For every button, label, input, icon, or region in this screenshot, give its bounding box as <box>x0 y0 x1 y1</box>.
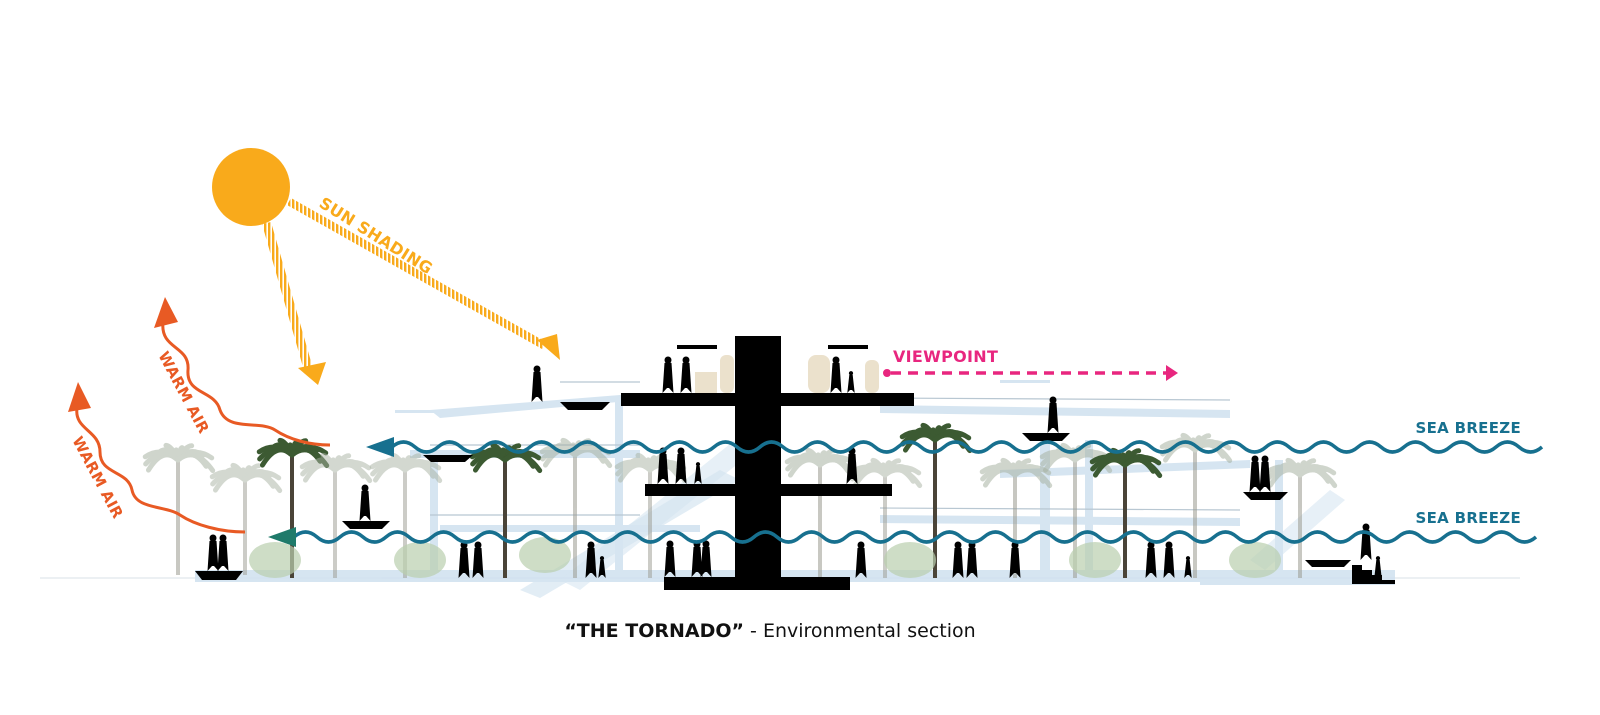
person-silhouette <box>598 556 606 578</box>
platforms <box>195 402 1395 584</box>
people-silhouettes <box>207 356 1382 578</box>
warm-air-arrow-upper <box>154 297 331 447</box>
shrub <box>884 542 936 578</box>
person-silhouette <box>1184 556 1192 578</box>
person-silhouette <box>1374 556 1382 578</box>
palm-tree <box>299 452 373 578</box>
person-silhouette <box>217 534 229 571</box>
person-silhouette <box>458 541 470 578</box>
person-silhouette <box>359 484 371 521</box>
palm-tree <box>849 457 923 578</box>
person-silhouette <box>952 541 964 578</box>
person-silhouette <box>680 356 692 393</box>
shrub <box>394 542 446 578</box>
sun-icon <box>212 148 290 226</box>
person-silhouette <box>966 541 978 578</box>
ramp-structures <box>195 380 1395 598</box>
person-silhouette <box>694 462 702 484</box>
person-silhouette <box>1145 541 1157 578</box>
person-silhouette <box>585 541 597 578</box>
person-silhouette <box>700 540 712 577</box>
central-tower <box>621 336 914 590</box>
caption-title: “THE TORNADO” <box>564 620 745 642</box>
palm-tree <box>979 457 1053 578</box>
person-silhouette <box>1259 455 1271 492</box>
palm-tree <box>142 442 216 575</box>
person-silhouette <box>830 356 842 393</box>
warm-air-arrow-lower <box>68 382 246 534</box>
shrub <box>1229 542 1281 578</box>
person-silhouette <box>1009 541 1021 578</box>
person-silhouette <box>855 541 867 578</box>
palm-tree <box>1264 457 1338 578</box>
warm-air-label-lower: WARM AIR <box>68 433 126 521</box>
person-silhouette <box>531 365 543 402</box>
shrub <box>1069 542 1121 578</box>
sea-breeze-wave-upper <box>390 440 1544 454</box>
palm-tree <box>369 452 443 578</box>
person-silhouette <box>207 534 219 571</box>
caption-subtitle: - Environmental section <box>744 620 976 642</box>
shrub <box>519 537 571 573</box>
person-silhouette <box>847 371 855 393</box>
person-silhouette <box>1047 396 1059 433</box>
sun-shading-ray-steep <box>262 222 326 385</box>
person-silhouette <box>662 356 674 393</box>
sea-breeze-label-upper: SEA BREEZE <box>1416 419 1521 437</box>
sea-breeze-arrowhead-upper <box>366 437 394 457</box>
person-silhouette <box>1360 523 1372 560</box>
palm-tree <box>1089 447 1163 578</box>
sea-breeze-label-lower: SEA BREEZE <box>1416 509 1521 527</box>
person-silhouette <box>691 540 703 577</box>
person-silhouette <box>664 540 676 577</box>
palm-trees <box>142 422 1338 578</box>
sun-shading-ray-shallow <box>287 198 560 360</box>
sun-shading-label: SUN SHADING <box>316 193 436 278</box>
diagram-caption: “THE TORNADO” - Environmental section <box>0 620 1540 642</box>
viewpoint-label: VIEWPOINT <box>893 347 998 366</box>
person-silhouette <box>472 541 484 578</box>
palm-tree <box>209 462 283 575</box>
sea-breeze-wave-lower <box>292 530 1538 544</box>
person-silhouette <box>675 447 687 484</box>
palm-tree <box>784 447 858 578</box>
person-silhouette <box>846 447 858 484</box>
shrub <box>249 542 301 578</box>
person-silhouette <box>1249 455 1261 492</box>
rooftop-kiosks <box>695 355 879 393</box>
person-silhouette <box>1163 541 1175 578</box>
viewpoint-arrow <box>883 365 1178 381</box>
sea-breeze-arrowhead-lower <box>268 527 296 547</box>
